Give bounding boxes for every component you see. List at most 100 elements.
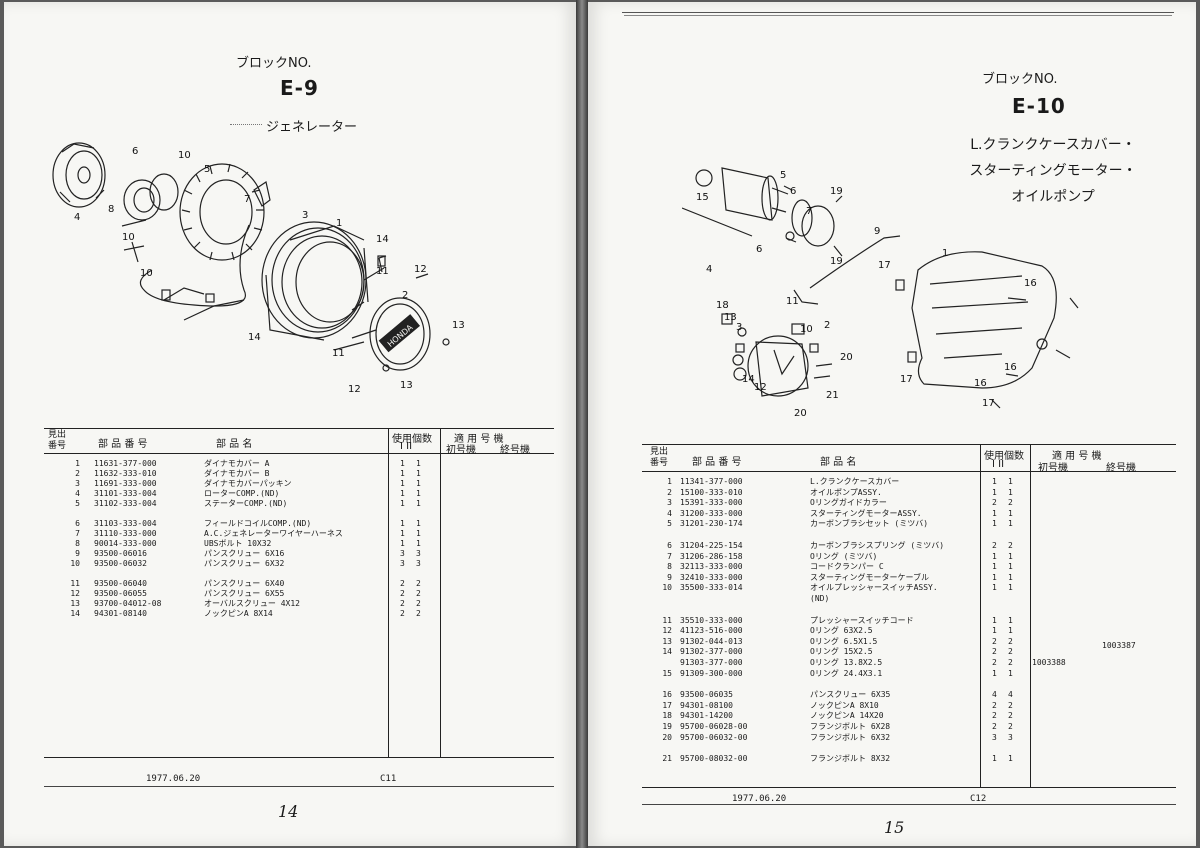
- row-qty-2: 2: [416, 579, 421, 588]
- row-part-number: 31110-333-000: [94, 529, 157, 538]
- block-code: E-10: [1012, 94, 1066, 118]
- row-part-name: オーバルスクリュー 4X12: [204, 599, 301, 608]
- callout-19a: 19: [830, 186, 843, 197]
- right-parts-table: 見出 番号 部 品 番 号 部 品 名 使用個数 I II 適 用 号 機 初号…: [642, 444, 1176, 788]
- title-line-1: L.クランクケースカバー・: [970, 137, 1136, 153]
- row-qty-2: 1: [1008, 754, 1013, 764]
- row-qty-1: 1: [992, 477, 997, 486]
- row-qty-2: 1: [1008, 551, 1013, 561]
- callout-6b: 6: [756, 244, 762, 255]
- row-part-name: ステーターCOMP.(ND): [204, 499, 288, 508]
- row-ref-no: 12: [70, 589, 80, 598]
- row-qty-1: 1: [992, 615, 997, 625]
- callout-11b: 11: [332, 348, 345, 359]
- title-line-2: スターティングモーター・: [969, 163, 1137, 179]
- row-part-number: 15391-333-000: [680, 498, 743, 508]
- header-qty: 使用個数: [984, 451, 1024, 462]
- callout-14a: 14: [376, 234, 389, 245]
- callout-1: 1: [336, 218, 342, 229]
- callout-10a: 10: [178, 150, 191, 161]
- row-part-name: (ND): [810, 594, 830, 603]
- row-part-number: 93500-06040: [94, 579, 147, 588]
- row-part-name: カーボンブラシセット (ミツバ): [810, 519, 929, 529]
- row-qty-2: 1: [416, 459, 421, 468]
- row-qty-2: 3: [1008, 732, 1013, 742]
- row-ref-no: 20: [662, 732, 672, 742]
- row-part-number: 35500-333-014: [680, 583, 743, 593]
- row-part-number: 11341-377-000: [680, 477, 743, 486]
- row-qty-2: 1: [1008, 626, 1013, 636]
- row-ref-no: 11: [662, 615, 672, 625]
- row-part-name: コードクランパー C: [810, 562, 884, 572]
- row-qty-1: 2: [400, 589, 405, 598]
- row-qty-2: 1: [1008, 508, 1013, 518]
- row-part-number: 94301-14200: [680, 711, 733, 721]
- row-qty-2: 2: [1008, 647, 1013, 657]
- row-qty-2: 1: [1008, 668, 1013, 678]
- row-part-number: 31200-333-000: [680, 508, 743, 518]
- table-row: (ND): [642, 594, 1176, 604]
- header-part-no: 部 品 番 号: [692, 457, 742, 468]
- callout-4: 4: [706, 264, 712, 275]
- row-qty-1: 4: [992, 690, 997, 700]
- left-parts-table: 見出 番号 部 品 番 号 部 品 名 使用個数 I II 適 用 号 機 初号…: [44, 428, 554, 758]
- row-part-number: 32410-333-000: [680, 572, 743, 582]
- row-part-number: 91309-300-000: [680, 668, 743, 678]
- callout-13a: 13: [452, 320, 465, 331]
- row-qty-2: 2: [416, 609, 421, 618]
- row-part-name: L.クランクケースカバー: [810, 477, 900, 486]
- row-ref-no: 4: [75, 489, 80, 498]
- row-qty-1: 2: [400, 609, 405, 618]
- row-qty-2: 2: [416, 589, 421, 598]
- row-part-number: 11631-377-000: [94, 459, 157, 468]
- row-qty-2: 1: [1008, 519, 1013, 529]
- row-part-number: 93700-04012-08: [94, 599, 162, 608]
- row-qty-2: 1: [1008, 487, 1013, 497]
- row-ref-no: 1: [667, 477, 672, 486]
- row-qty-2: 1: [416, 539, 421, 548]
- row-qty-1: 1: [400, 479, 405, 488]
- row-qty-1: 1: [992, 572, 997, 582]
- row-qty-1: 1: [992, 562, 997, 572]
- row-part-name: フィールドコイルCOMP.(ND): [204, 519, 312, 528]
- row-part-number: 31102-333-004: [94, 499, 157, 508]
- row-qty-1: 3: [992, 732, 997, 742]
- row-part-name: プレッシャースイッチコード: [810, 615, 914, 625]
- callout-11a: 11: [376, 266, 389, 277]
- row-ref-no: 7: [75, 529, 80, 538]
- row-qty-2: 1: [416, 469, 421, 478]
- row-ref-no: 11: [70, 579, 80, 588]
- page-number: 14: [278, 802, 299, 821]
- callout-19b: 19: [830, 256, 843, 267]
- callout-11: 11: [786, 296, 799, 307]
- row-ref-no: 2: [667, 487, 672, 497]
- row-qty-2: 1: [1008, 562, 1013, 572]
- row-ref-no: 18: [662, 711, 672, 721]
- row-qty-2: 1: [416, 499, 421, 508]
- row-qty-2: 4: [1008, 690, 1013, 700]
- row-qty-1: 2: [992, 647, 997, 657]
- row-ref-no: 9: [667, 572, 672, 582]
- header-ref-no: 見出 番号: [48, 430, 67, 451]
- row-ref-no: 15: [662, 668, 672, 678]
- callout-16a: 16: [1024, 278, 1037, 289]
- row-qty-2: 2: [416, 599, 421, 608]
